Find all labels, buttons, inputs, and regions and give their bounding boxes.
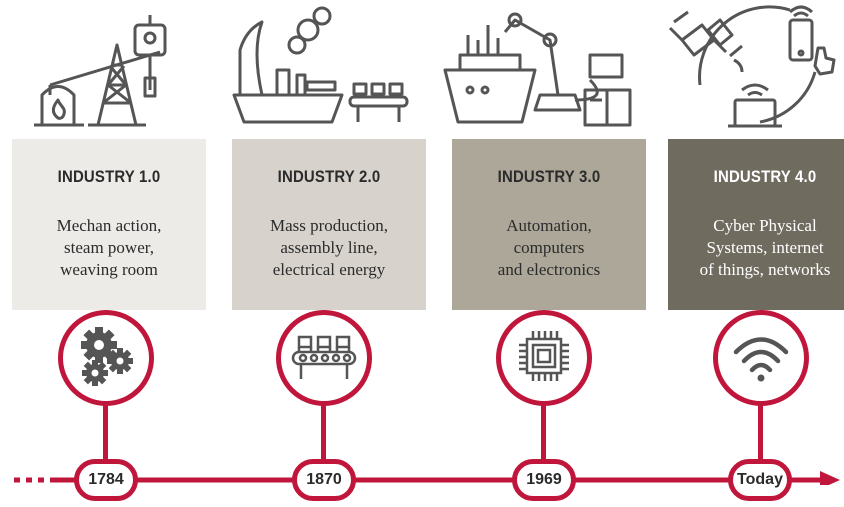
year-label: 1784 <box>74 459 138 501</box>
robot-arm-computer-icon <box>443 12 632 127</box>
microchip-icon <box>519 331 569 381</box>
stage-title: INDUSTRY 4.0 <box>713 167 817 186</box>
stage-icon-circle <box>58 310 154 406</box>
stage-description: Automation, computers and electronics <box>497 216 601 279</box>
stage-title: INDUSTRY 3.0 <box>497 167 601 186</box>
year-label: 1870 <box>292 459 356 501</box>
stage-description: Mechan action, steam power, weaving room <box>56 216 162 279</box>
conveyor-belt-icon <box>291 335 357 379</box>
stage-card-industry-2: INDUSTRY 2.0 Mass production, assembly l… <box>232 139 426 310</box>
connector-line <box>103 395 108 461</box>
steamship-factory-icon <box>232 6 409 124</box>
timeline-arrow <box>14 471 840 485</box>
year-label: 1969 <box>512 459 576 501</box>
connector-line <box>758 395 763 461</box>
stage-card-industry-4: INDUSTRY 4.0 Cyber Physical Systems, int… <box>668 139 844 310</box>
stage-description: Cyber Physical Systems, internet of thin… <box>699 216 831 279</box>
stage-icon-circle <box>276 310 372 406</box>
oil-pump-derrick-icon <box>34 15 167 127</box>
stage-title: INDUSTRY 1.0 <box>57 167 161 186</box>
stage-icon-circle <box>496 310 592 406</box>
gears-icon <box>81 327 133 386</box>
stage-title: INDUSTRY 2.0 <box>277 167 381 186</box>
connector-line <box>541 395 546 461</box>
stage-card-industry-3: INDUSTRY 3.0 Automation, computers and e… <box>452 139 646 310</box>
wifi-icon <box>733 337 789 382</box>
connector-line <box>321 395 326 461</box>
stage-card-industry-1: INDUSTRY 1.0 Mechan action, steam power,… <box>12 139 206 310</box>
stage-icon-circle <box>713 310 809 406</box>
year-label: Today <box>728 459 792 501</box>
satellite-network-icon <box>668 5 836 128</box>
stage-description: Mass production, assembly line, electric… <box>269 216 389 279</box>
